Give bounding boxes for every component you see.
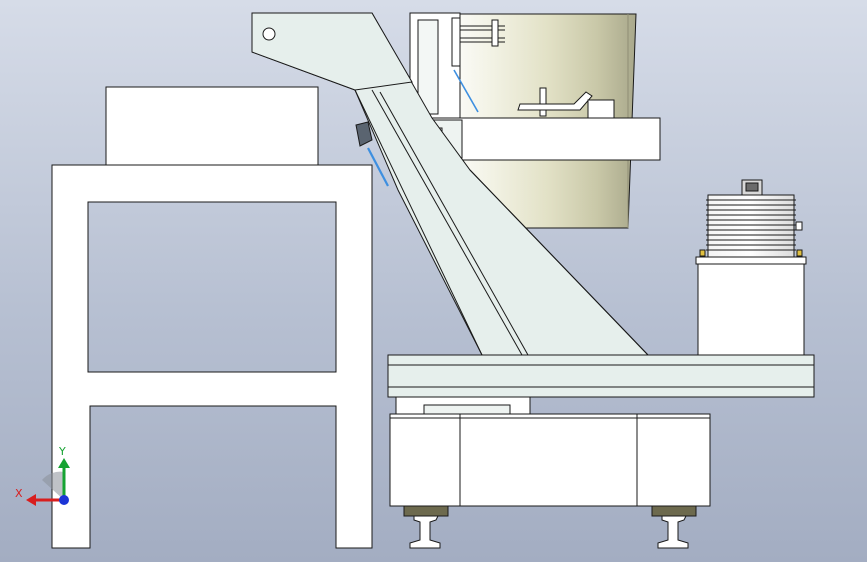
axis-x-label: X bbox=[15, 487, 23, 500]
sensor-strip bbox=[355, 69, 479, 187]
base-beam bbox=[387, 354, 815, 398]
right-wheel-rail bbox=[651, 505, 697, 549]
left-frame bbox=[51, 164, 373, 549]
left-wheel-rail bbox=[403, 505, 449, 549]
motor-unit bbox=[695, 179, 807, 356]
connector-plate bbox=[395, 396, 531, 415]
diagonal-arm bbox=[251, 12, 650, 356]
top-box bbox=[105, 86, 319, 166]
cross-beam bbox=[429, 117, 661, 161]
carriage bbox=[389, 413, 711, 507]
axis-y-label: Y bbox=[58, 445, 66, 458]
triad-axis-icon: Y X bbox=[15, 445, 70, 506]
